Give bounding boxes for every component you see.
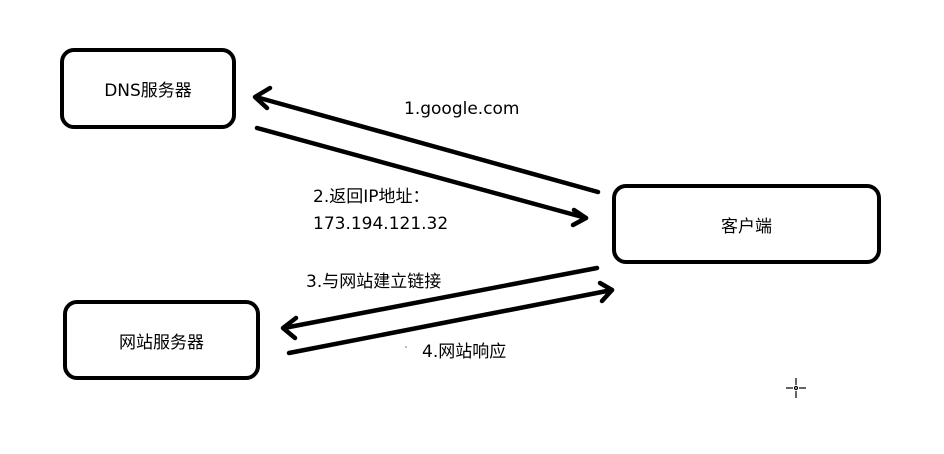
step1-label: 1.google.com xyxy=(404,99,520,119)
stray-dot xyxy=(405,346,407,348)
step2-label: 2.返回IP地址： xyxy=(313,187,430,207)
arrow-step4 xyxy=(286,280,615,356)
arrow-step2 xyxy=(254,125,589,228)
step4-label: 4.网站响应 xyxy=(422,342,507,362)
web-server-label: 网站服务器 xyxy=(119,332,204,353)
dns-server-box: DNS服务器 xyxy=(60,48,236,129)
dns-server-label: DNS服务器 xyxy=(104,81,192,101)
arrow-step1 xyxy=(252,85,601,195)
client-label: 客户端 xyxy=(721,216,772,237)
step3-label: 3.与网站建立链接 xyxy=(306,272,442,292)
web-server-box: 网站服务器 xyxy=(63,300,260,380)
crosshair-cursor-icon xyxy=(786,378,806,398)
client-box: 客户端 xyxy=(612,184,881,264)
step2-ip-label: 173.194.121.32 xyxy=(313,214,449,234)
arrow-step3 xyxy=(280,265,600,341)
